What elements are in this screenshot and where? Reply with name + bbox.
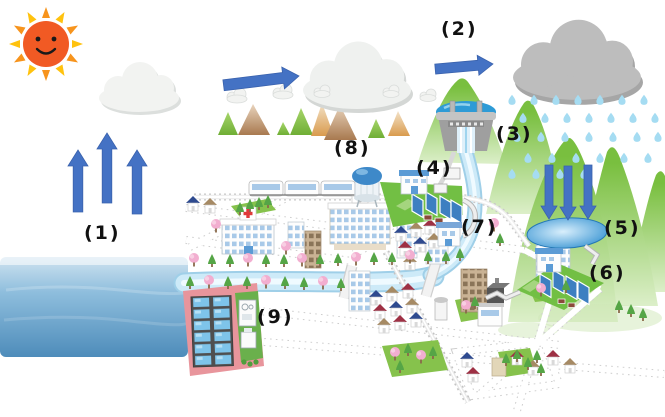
evaporation-arrows-icon (67, 132, 148, 215)
pump-house (436, 222, 462, 247)
river-bridges (338, 260, 442, 300)
water-tower-icon (352, 167, 382, 208)
train-icon (248, 180, 356, 197)
school-building (327, 195, 393, 250)
cloud-icon-small (99, 62, 181, 115)
rain-cloud-icon (513, 19, 643, 105)
hospital (219, 206, 277, 255)
ground-railway (382, 250, 472, 404)
foothill-row (218, 103, 410, 140)
step-label-4: (4) (416, 157, 453, 179)
step-label-7: (7) (461, 216, 498, 238)
step-label-9: (9) (257, 306, 294, 328)
red-cross-icon (243, 209, 253, 218)
factories (434, 278, 510, 327)
step-label-1: (1) (84, 222, 121, 244)
step-label-6: (6) (589, 262, 626, 284)
transport-arrow-icon-1 (222, 66, 300, 92)
infiltration-arrows-icon (540, 164, 597, 221)
pumping-station (484, 248, 604, 310)
step-label-2: (2) (441, 18, 478, 40)
step-label-3: (3) (496, 123, 533, 145)
transport-arrow-icon-2 (434, 54, 494, 77)
sewage-plant (183, 283, 264, 376)
sea (0, 253, 188, 357)
sun-icon (9, 7, 83, 81)
small-cloud-puffs (226, 83, 437, 104)
groundwater-pond (526, 217, 608, 266)
step-label-5: (5) (604, 217, 641, 239)
dam-icon (433, 100, 496, 194)
step-label-8: (8) (334, 137, 371, 159)
cloud-icon-medium (303, 41, 413, 114)
